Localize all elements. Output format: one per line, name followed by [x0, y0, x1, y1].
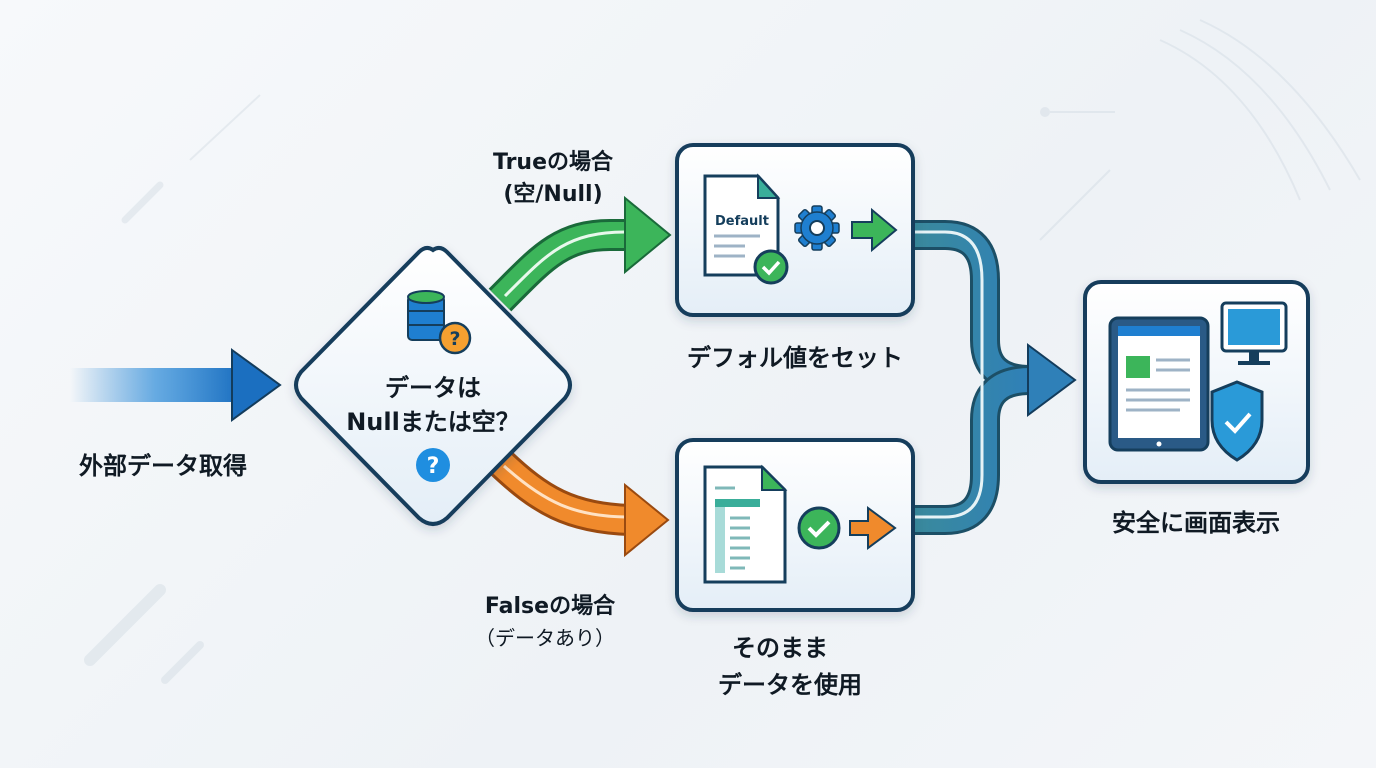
svg-text:?: ? [427, 454, 440, 479]
false-arrow [488, 450, 670, 558]
use-data-step-box [675, 438, 915, 612]
document-check-icon [703, 173, 789, 285]
true-branch-condition: (空/Null) [503, 182, 603, 207]
monitor-icon [1220, 301, 1288, 365]
true-arrow [488, 195, 672, 312]
default-step-box [675, 143, 915, 317]
database-icon [407, 290, 445, 341]
merge-connector [913, 220, 1077, 535]
check-circle-icon [797, 506, 841, 550]
background-decoration [84, 19, 1361, 684]
spreadsheet-icon [703, 464, 788, 584]
use-step-line2: データを使用 [718, 671, 862, 699]
tablet-icon [1108, 316, 1210, 452]
decision-line1: データは [385, 374, 481, 402]
true-branch-label: Trueの場合 [492, 150, 614, 175]
shield-check-icon [1210, 380, 1264, 462]
gear-icon [794, 205, 840, 251]
svg-text:?: ? [449, 328, 460, 350]
result-box [1083, 280, 1310, 484]
blue-question-icon: ? [416, 448, 450, 482]
default-step-label: デフォル値をセット [687, 344, 903, 372]
use-step-line1: そのまま [732, 634, 828, 662]
decision-line2: Nullまたは空？ [346, 408, 520, 436]
false-branch-condition: （データあり） [475, 626, 615, 650]
decision-diamond [294, 245, 572, 526]
arrow-right-icon [851, 207, 898, 253]
default-doc-label: Default [715, 214, 769, 229]
arrow-right-icon [849, 506, 897, 550]
source-label: 外部データ取得 [79, 452, 247, 480]
orange-question-icon: ? [438, 321, 472, 355]
input-arrow [70, 348, 282, 422]
false-branch-label: Falseの場合 [484, 594, 616, 619]
result-label: 安全に画面表示 [1112, 509, 1280, 537]
